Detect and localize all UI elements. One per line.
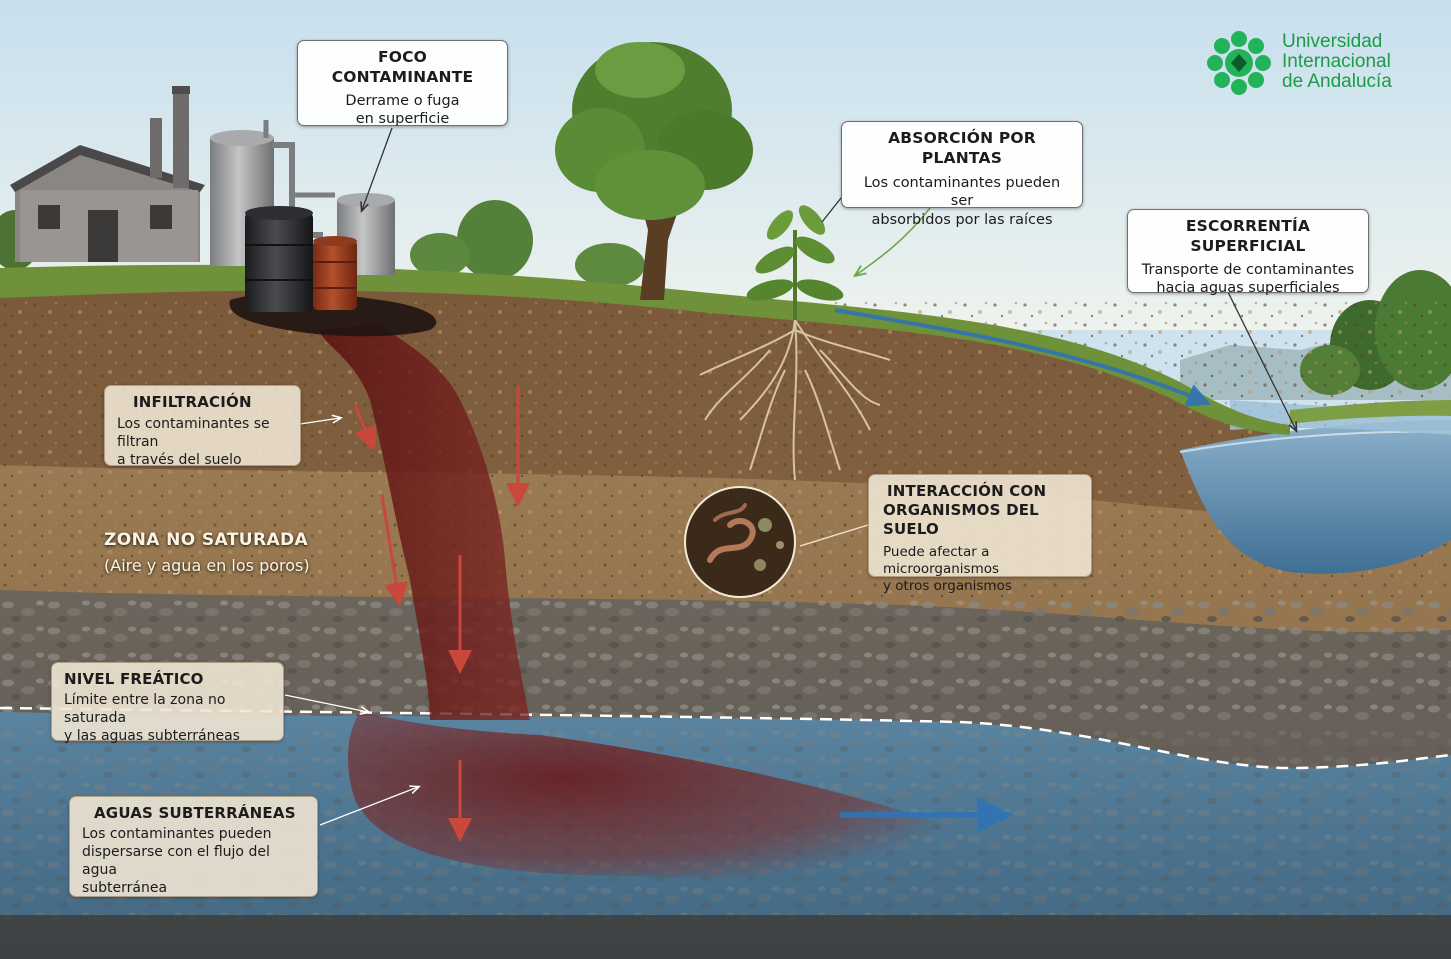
absorcion-pointer — [856, 207, 931, 275]
callout-title: FOCO CONTAMINANTE — [331, 48, 474, 86]
callout-escorrentia-superficial: ESCORRENTÍA SUPERFICIAL Transporte de co… — [1127, 209, 1369, 296]
callout-line: Los contaminantes pueden — [82, 826, 272, 843]
callout-line: subterránea — [82, 879, 168, 896]
callout-title: AGUAS SUBTERRÁNEAS — [94, 804, 296, 822]
soil-organisms-inset — [684, 486, 796, 598]
callout-nivel-freatico: NIVEL FREÁTICO Límite entre la zona no s… — [51, 662, 284, 744]
callout-title: ESCORRENTÍA SUPERFICIAL — [1185, 217, 1311, 255]
foco-pointer — [362, 127, 393, 210]
nivel-pointer — [284, 694, 368, 712]
callout-line: Los contaminantes pueden ser — [863, 174, 1061, 210]
logo-star-icon — [1207, 31, 1271, 95]
callout-line: dispersarse con el flujo del agua — [82, 844, 270, 878]
infiltracion-pointer — [299, 418, 340, 425]
callout-line: hacia aguas superficiales — [1156, 280, 1340, 297]
bedrock — [0, 915, 1451, 959]
callout-line: Límite entre la zona no saturada — [64, 692, 226, 727]
aguas-pointer — [319, 787, 418, 826]
callout-line: y las aguas subterráneas — [64, 728, 240, 744]
factory-building — [10, 86, 205, 262]
infiltration-arrow — [353, 404, 377, 452]
callout-infiltracion: INFILTRACIÓN Los contaminantes se filtra… — [104, 385, 301, 468]
zone-title: ZONA NO SATURADA — [104, 530, 309, 550]
escorrentia-pointer — [1227, 291, 1296, 430]
river — [1180, 420, 1451, 574]
infiltration-arrows — [353, 385, 530, 842]
callout-line: en superficie — [355, 111, 450, 128]
callout-line: y otros organismos — [883, 578, 1012, 595]
runoff-arrow — [834, 308, 1212, 407]
callout-line: Los contaminantes se filtran — [117, 416, 270, 451]
water-table-line — [0, 706, 1451, 770]
callout-foco-contaminante: FOCO CONTAMINANTE Derrame o fuga en supe… — [297, 40, 508, 128]
far-bank — [1290, 400, 1451, 424]
callout-absorcion-plantas: ABSORCIÓN POR PLANTAS Los contaminantes … — [841, 121, 1083, 228]
callout-title: ABSORCIÓN POR PLANTAS — [888, 129, 1036, 167]
tree — [555, 42, 753, 300]
logo-line: Internacional — [1282, 51, 1391, 72]
callout-title: INFILTRACIÓN — [133, 393, 252, 411]
interaccion-pointer — [799, 524, 869, 547]
callout-line: absorbidos por las raíces — [871, 211, 1053, 228]
zone-label-unsaturated: ZONA NO SATURADA (Aire y agua en los por… — [104, 530, 310, 575]
callout-line: Derrame o fuga — [345, 92, 460, 109]
logo-line: Universidad — [1282, 31, 1383, 52]
contaminant-plume-soil — [318, 325, 530, 720]
callout-interaccion-organismos: INTERACCIÓN CON ORGANISMOS DEL SUELO Pue… — [868, 474, 1092, 594]
plant-with-roots — [699, 205, 891, 481]
callout-aguas-subterraneas: AGUAS SUBTERRÁNEAS Los contaminantes pue… — [69, 796, 318, 897]
callout-title: NIVEL FREÁTICO — [64, 670, 204, 688]
logo-text: Universidad Internacional de Andalucía — [1282, 32, 1392, 92]
callout-title: ORGANISMOS DEL SUELO — [883, 501, 1039, 539]
logo-line: de Andalucía — [1282, 71, 1392, 92]
university-logo: Universidad Internacional de Andalucía — [1206, 30, 1416, 96]
callout-line: Puede afectar a microorganismos — [883, 543, 1000, 577]
callout-title: INTERACCIÓN CON — [887, 482, 1047, 500]
contaminant-plume-groundwater — [348, 712, 960, 878]
callout-line: Transporte de contaminantes — [1141, 261, 1355, 278]
barrels — [245, 206, 357, 312]
callout-line: a través del suelo — [117, 452, 242, 468]
zone-subtitle: (Aire y agua en los poros) — [104, 556, 310, 575]
infiltration-arrow — [380, 494, 408, 607]
